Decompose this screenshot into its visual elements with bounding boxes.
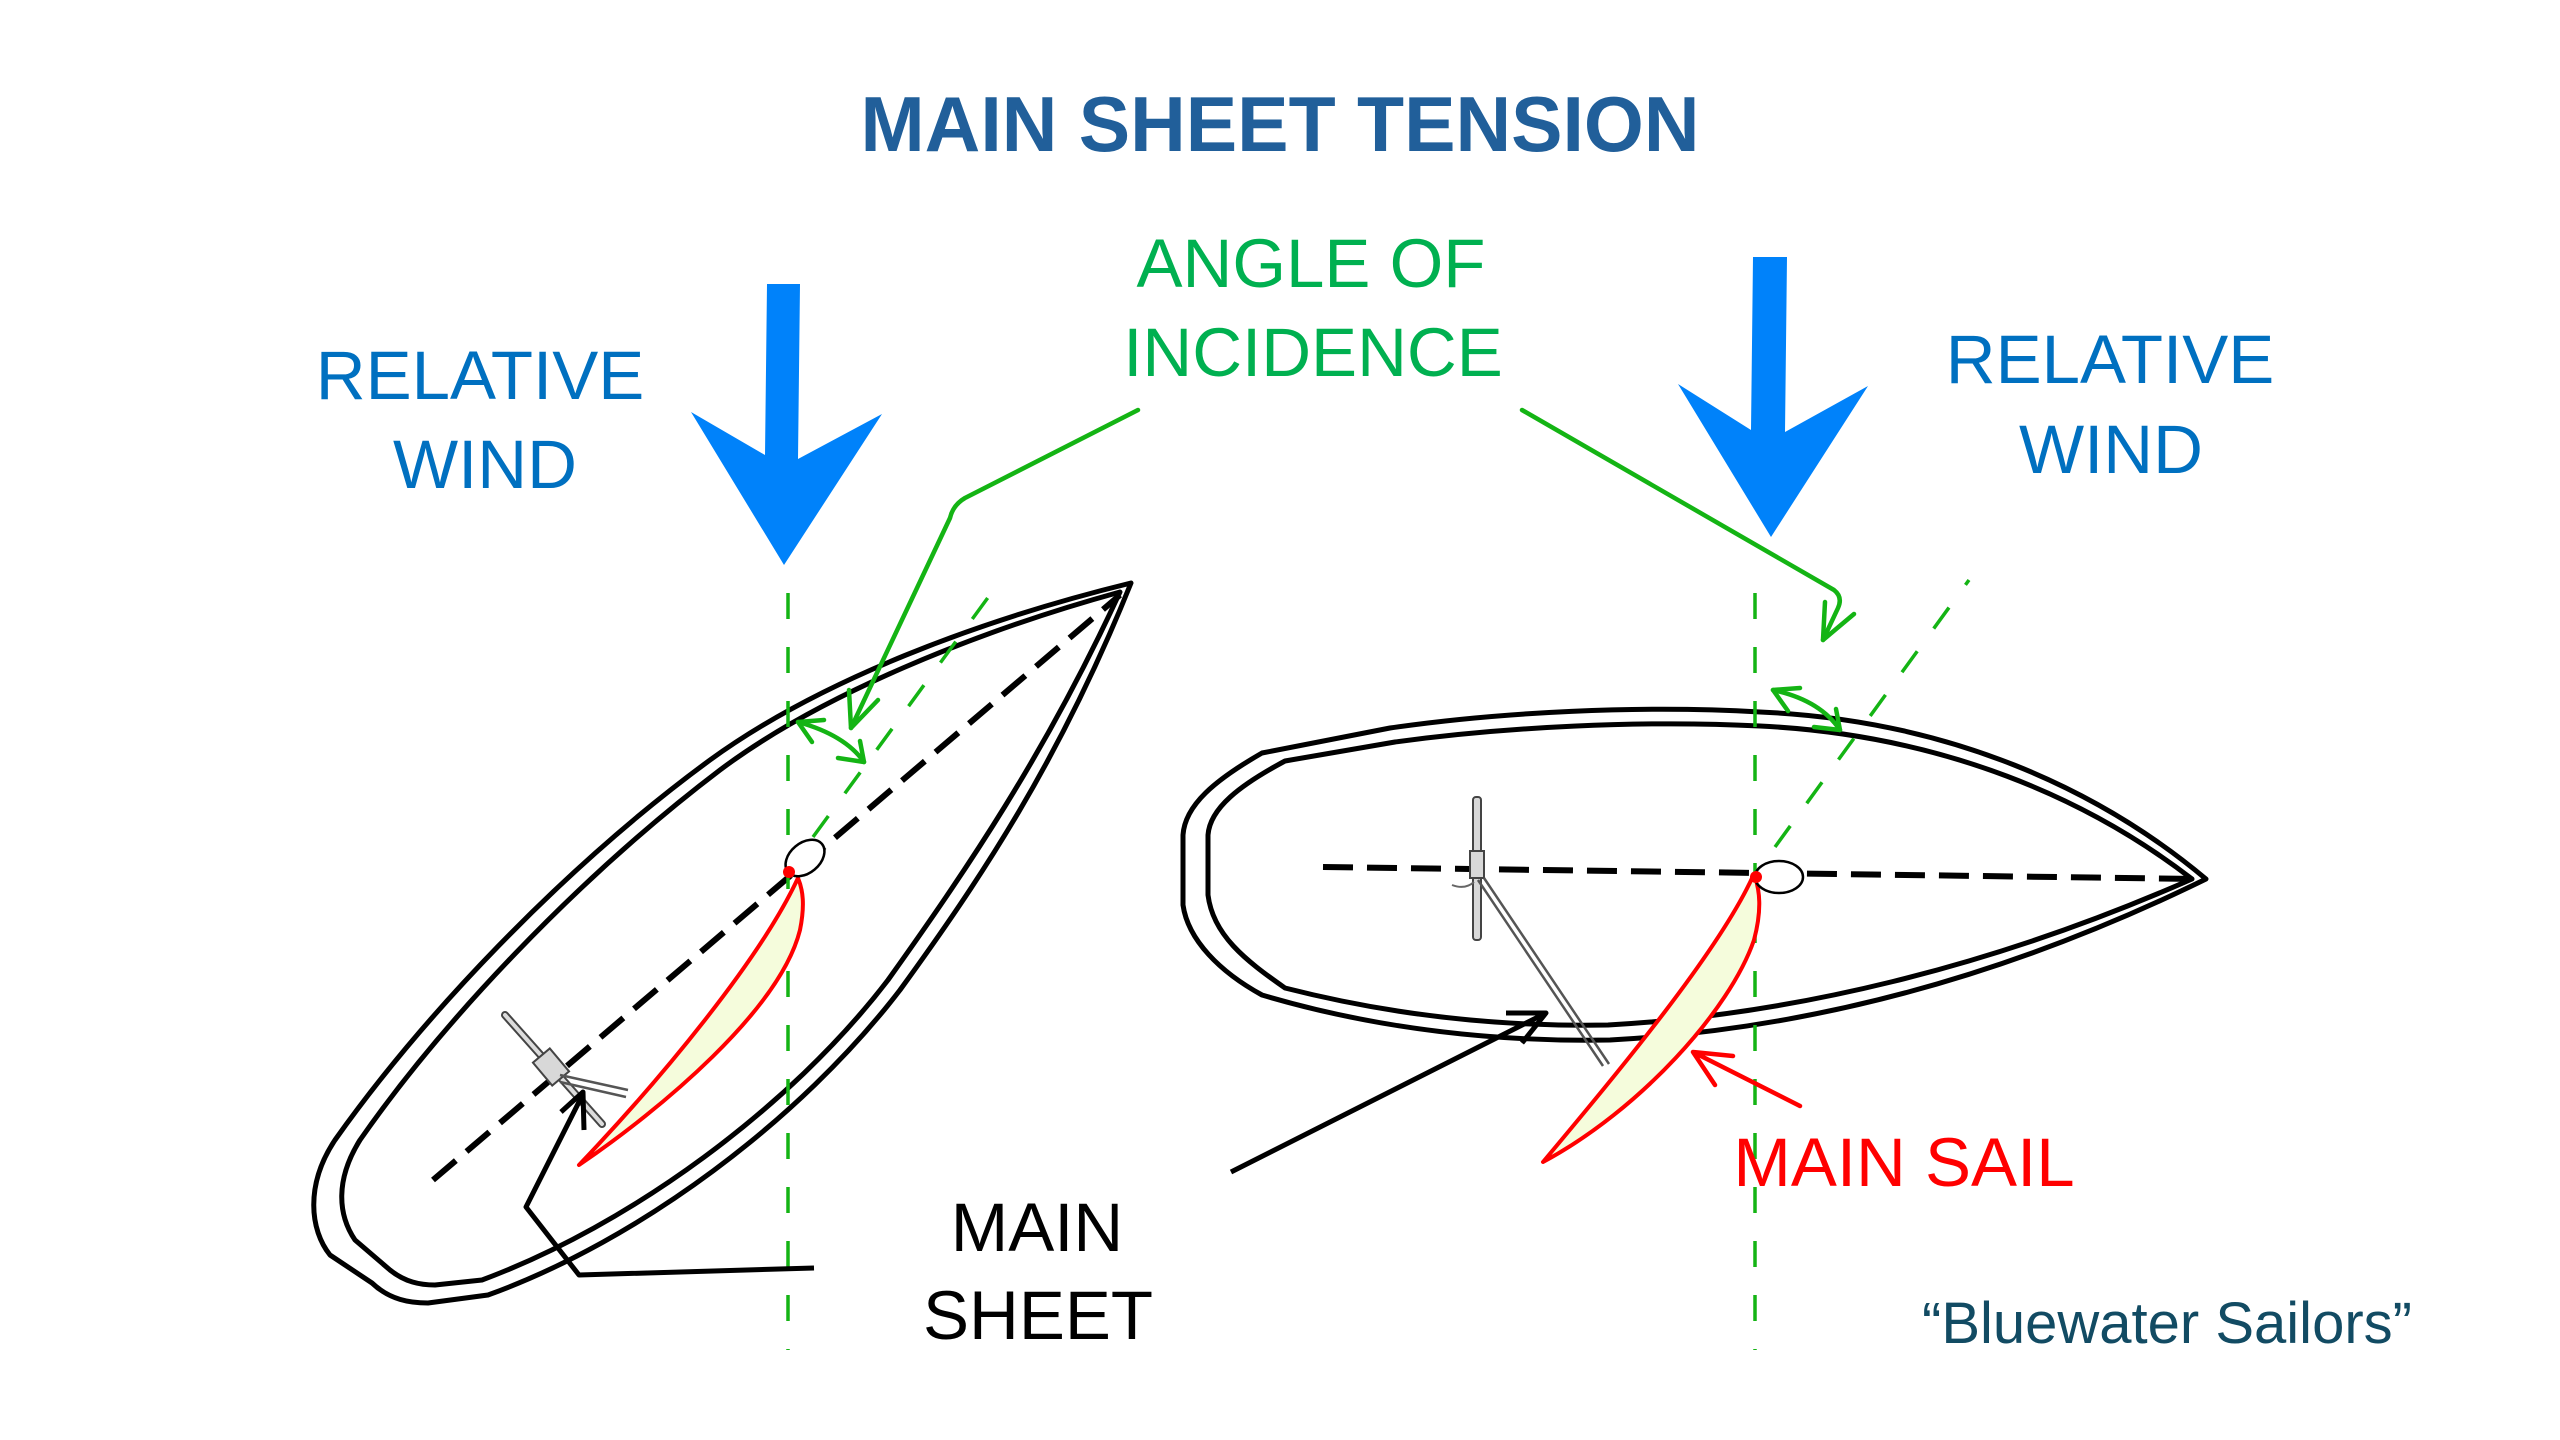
right-panel: RELATIVE WIND <box>1180 257 2412 1356</box>
diagram-title: MAIN SHEET TENSION <box>861 80 1700 168</box>
main-sheet-pointer-left <box>523 1089 815 1278</box>
hull-outer-left <box>311 580 1134 1306</box>
sail-head-dot-left <box>783 866 795 878</box>
boat-centerline-left <box>431 592 1122 1183</box>
main-sheet-label-line1: MAIN <box>951 1189 1124 1266</box>
credit-label: “Bluewater Sailors” <box>1922 1291 2412 1356</box>
sail-chord-line-right <box>1773 578 1971 849</box>
angle-arc-right <box>1770 685 1843 733</box>
angle-leader-right <box>1519 407 1857 643</box>
main-sail-left <box>577 876 805 1167</box>
hull-inner-left <box>339 589 1123 1288</box>
main-sail-right <box>1541 872 1762 1164</box>
main-sheet-pointer-right <box>1229 1010 1549 1175</box>
tiller-right <box>1451 796 1611 1067</box>
wind-arrow-icon-left <box>691 284 882 565</box>
angle-arc-left <box>795 717 867 765</box>
main-sail-label: MAIN SAIL <box>1733 1124 2074 1201</box>
main-sail-pointer <box>1690 1049 1803 1109</box>
relative-wind-label-right-line1: RELATIVE <box>1946 321 2275 398</box>
sail-head-dot-right <box>1750 871 1762 883</box>
relative-wind-label-right-line2: WIND <box>2019 411 2203 488</box>
angle-of-incidence-label-line1: ANGLE OF <box>1137 225 1486 302</box>
main-sheet-label-line2: SHEET <box>923 1277 1153 1354</box>
angle-leader-left <box>846 407 1141 731</box>
wind-arrow-icon-right <box>1678 257 1868 537</box>
sail-chord-line-left <box>811 575 1005 839</box>
angle-of-incidence-label-line2: INCIDENCE <box>1123 314 1503 391</box>
mast-right <box>1753 859 1805 895</box>
hull-inner-right <box>1205 721 2195 1028</box>
left-panel: RELATIVE WIND <box>311 284 1134 1350</box>
relative-wind-label-left-line1: RELATIVE <box>316 337 645 414</box>
relative-wind-label-left-line2: WIND <box>393 426 577 503</box>
